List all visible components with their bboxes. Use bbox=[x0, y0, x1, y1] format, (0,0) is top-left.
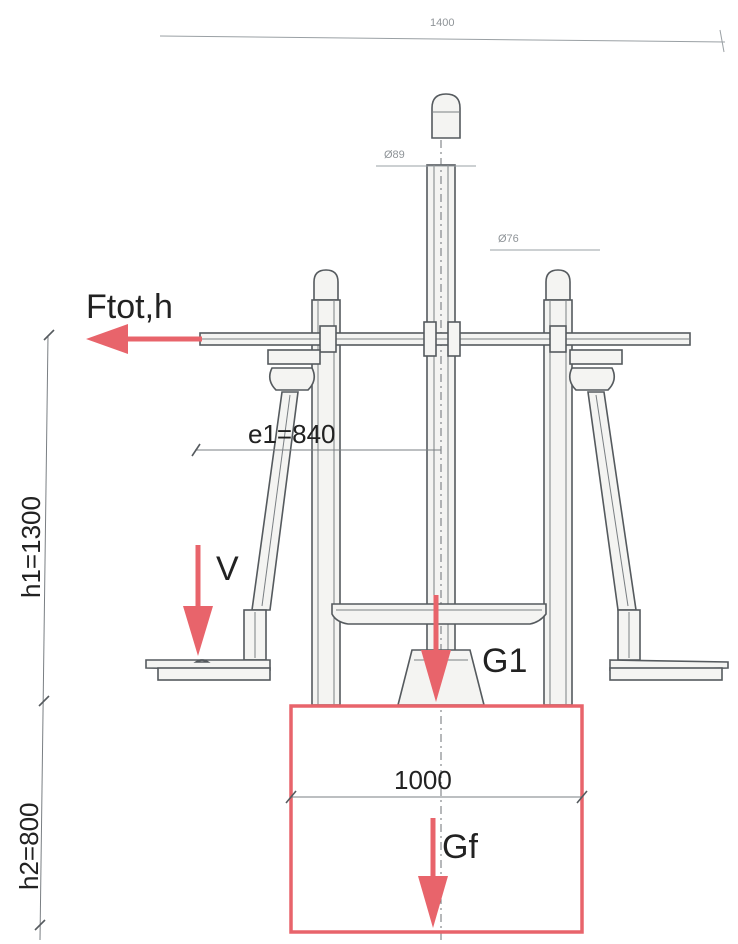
foundation-width-label: 1000 bbox=[394, 765, 452, 795]
eccentricity-label: e1=840 bbox=[248, 419, 335, 449]
foundation-block: 1000 bbox=[285, 704, 588, 934]
left-pedal-arm bbox=[145, 349, 321, 681]
height-upper-label: h1=1300 bbox=[16, 496, 46, 598]
horizontal-force-arrow: Ftot,h bbox=[86, 288, 202, 354]
post-dimension-label: Ø76 bbox=[498, 233, 519, 245]
height-lower-label: h2=800 bbox=[14, 803, 44, 890]
pole-dimension-label: Ø89 bbox=[384, 149, 405, 161]
vertical-load-label: V bbox=[216, 550, 239, 588]
post-dimension: Ø76 bbox=[490, 233, 600, 251]
right-pedal-arm bbox=[568, 349, 729, 681]
left-post bbox=[311, 269, 341, 706]
top-dimension-label: 1400 bbox=[430, 17, 454, 29]
pole-cap bbox=[431, 93, 461, 139]
height-dimensions: h1=1300 h2=800 bbox=[14, 329, 55, 941]
eccentricity-dimension: e1=840 bbox=[191, 419, 441, 457]
equipment-weight-arrow: G1 bbox=[421, 595, 527, 702]
equipment-weight-label: G1 bbox=[482, 642, 527, 680]
seat-platform bbox=[331, 603, 547, 625]
horizontal-force-label: Ftot,h bbox=[86, 288, 173, 326]
vertical-load-arrow: V bbox=[183, 545, 239, 656]
foundation-weight-label: Gf bbox=[442, 828, 478, 866]
central-pole: Ø89 bbox=[376, 93, 476, 940]
foundation-outline bbox=[289, 704, 584, 934]
foundation-weight-arrow: Gf bbox=[418, 818, 478, 928]
top-dimension: 1400 bbox=[159, 17, 726, 53]
